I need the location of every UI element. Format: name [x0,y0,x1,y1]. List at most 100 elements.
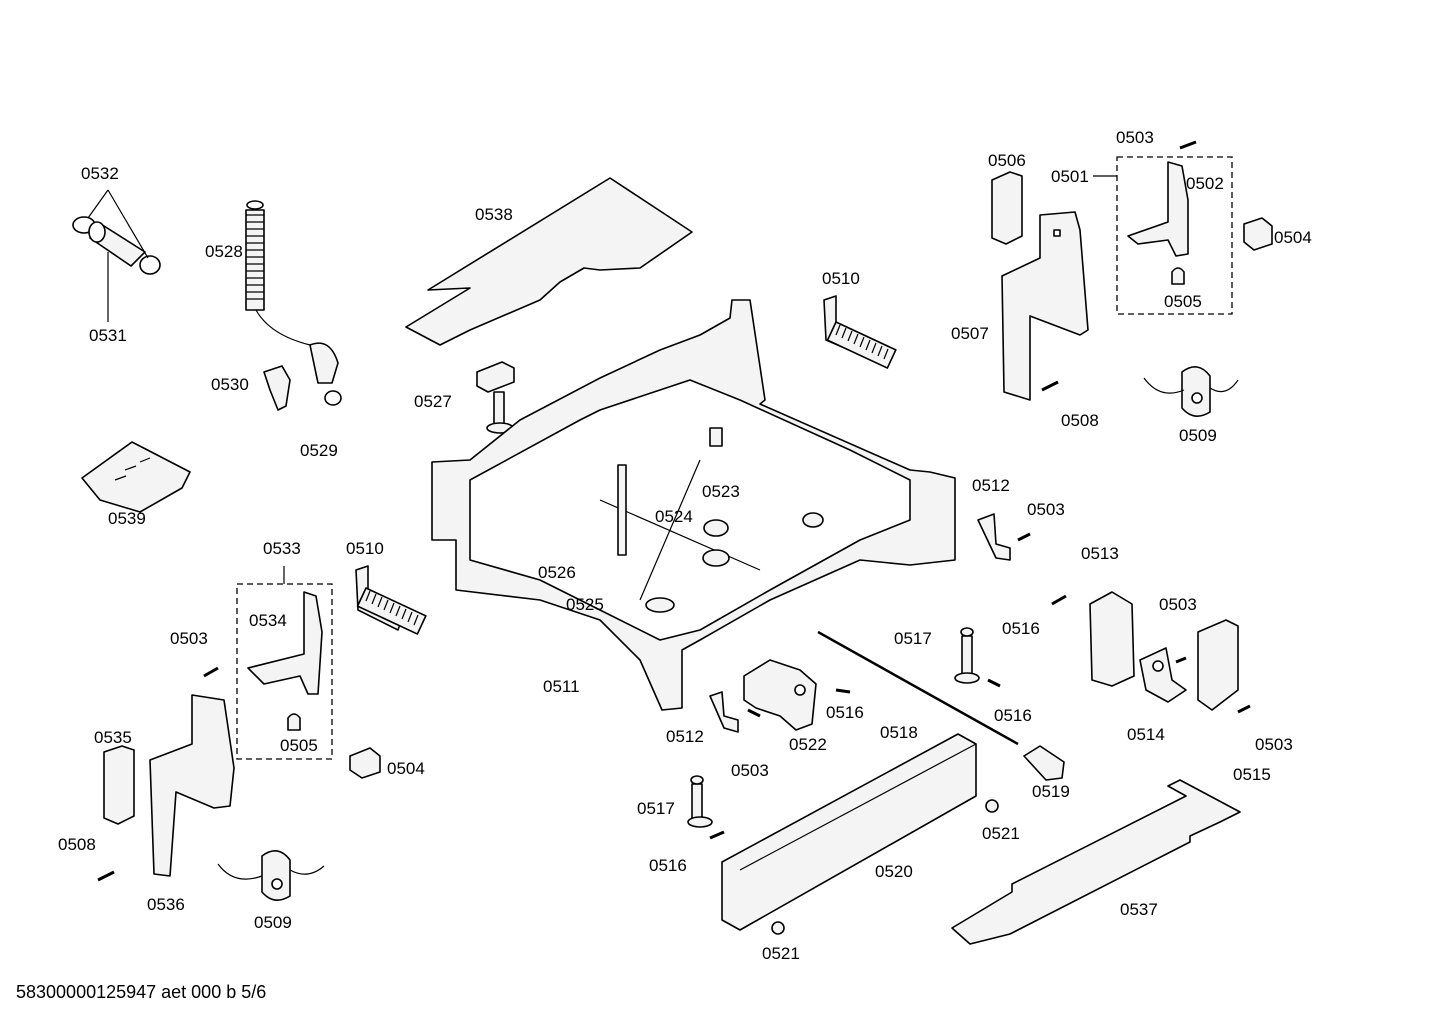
label-0503-right: 0503 [1027,500,1065,519]
part-0533-hinge-assembly-box [236,566,333,760]
label-0515: 0515 [1233,765,1271,784]
label-0516-right: 0516 [1002,619,1040,638]
part-0511-base-tub [431,299,956,711]
part-0530-hose-clip [263,365,291,411]
label-0510-lower: 0510 [346,539,384,558]
label-0519: 0519 [1032,782,1070,801]
label-0510-upper: 0510 [822,269,860,288]
label-0511: 0511 [543,677,580,696]
label-0538: 0538 [475,205,513,224]
label-0524: 0524 [655,507,693,526]
label-0502: 0502 [1186,174,1224,193]
part-0503-screw-mid [747,708,761,718]
part-0517-foot-lower [687,775,713,828]
part-0509-hinge-cam-left [217,850,325,901]
label-0520: 0520 [875,862,913,881]
part-0503-screw-left [203,666,219,678]
label-0501: 0501 [1051,167,1089,186]
label-0513: 0513 [1081,544,1119,563]
label-0532: 0532 [81,164,119,183]
part-0514-bracket [1139,647,1187,703]
label-0525: 0525 [566,595,604,614]
part-0521-screws [771,799,999,935]
label-0512-right: 0512 [972,476,1010,495]
part-0501-hinge-assembly-box [1093,156,1233,315]
label-0517-right: 0517 [894,629,932,648]
part-0517-foot-right [954,627,980,684]
label-0522: 0522 [789,735,827,754]
label-0530: 0530 [211,375,249,394]
label-0531: 0531 [89,326,127,345]
part-0520-kickplate [721,733,977,931]
label-0529: 0529 [300,441,338,460]
part-0519-knob [1023,745,1065,781]
label-0509-top: 0509 [1179,426,1217,445]
label-0539: 0539 [108,509,146,528]
part-0515-cover [1197,619,1239,711]
part-0508-screw-left [97,870,115,882]
label-0534: 0534 [249,611,287,630]
label-0516-valve: 0516 [826,703,864,722]
part-0516-screw-right [1051,594,1067,606]
label-0521-right: 0521 [982,824,1020,843]
part-0504-block-top [1243,217,1273,251]
label-0528: 0528 [205,242,243,261]
label-0503-right-mid: 0503 [1159,595,1197,614]
part-0512-bracket-right [977,513,1011,561]
part-0531-hose-sleeve [88,221,146,322]
part-0503-screw-right [1017,532,1031,542]
label-0521-lower: 0521 [762,944,800,963]
part-0506-cover [991,171,1023,245]
label-0518: 0518 [880,723,918,742]
label-0514: 0514 [1127,725,1165,744]
label-0504-top: 0504 [1274,228,1312,247]
label-0504-left: 0504 [387,759,425,778]
document-reference: 58300000125947 aet 000 b 5/6 [16,982,267,1002]
part-0510-spring-upper [823,295,897,369]
label-0535: 0535 [94,728,132,747]
part-0512-bracket-mid [709,691,739,733]
label-0533: 0533 [263,539,301,558]
part-0522-valve [743,659,817,731]
label-0509-left: 0509 [254,913,292,932]
label-0503-left: 0503 [170,629,208,648]
part-0516-screw-mid [709,678,1001,840]
part-0534-hinge-plate [247,591,323,695]
part-0537-bottom-plate [951,779,1241,945]
part-0509-hinge-cam-top [1143,366,1239,417]
part-0528-corrugated-hose [245,200,342,406]
label-0517-lower: 0517 [637,799,675,818]
part-0535-cover [103,745,135,825]
label-0516-mid: 0516 [994,706,1032,725]
label-0526: 0526 [538,563,576,582]
label-0536: 0536 [147,895,185,914]
label-0508-top: 0508 [1061,411,1099,430]
label-0506: 0506 [988,151,1026,170]
label-0527: 0527 [414,392,452,411]
label-0512-mid: 0512 [666,727,704,746]
part-0503-screw-top [1179,140,1197,150]
part-0502-hinge-plate [1127,161,1189,257]
label-0505-left: 0505 [280,736,318,755]
part-0507-hinge-bracket [1001,211,1089,401]
part-0504-block-left [349,747,381,779]
part-0505-clip-top [1171,267,1185,285]
label-0503-top: 0503 [1116,128,1154,147]
label-0537: 0537 [1120,900,1158,919]
label-0508-left: 0508 [58,835,96,854]
part-0536-hinge-bracket [149,694,235,877]
part-0513-bracket [1089,591,1135,687]
part-0505-clip-left [287,713,301,731]
label-0516-lower: 0516 [649,856,687,875]
label-0523: 0523 [702,482,740,501]
label-0507: 0507 [951,324,989,343]
part-0532-clamps [72,189,161,275]
label-0503-mid: 0503 [731,761,769,780]
part-0508-screw-top [1041,380,1059,392]
part-0539-screw-bag [81,441,191,513]
part-0518-rod [817,630,1019,746]
part-0538-top-plate [405,177,693,346]
part-0503-screw-right-low [1175,656,1251,714]
label-0503-right-low: 0503 [1255,735,1293,754]
